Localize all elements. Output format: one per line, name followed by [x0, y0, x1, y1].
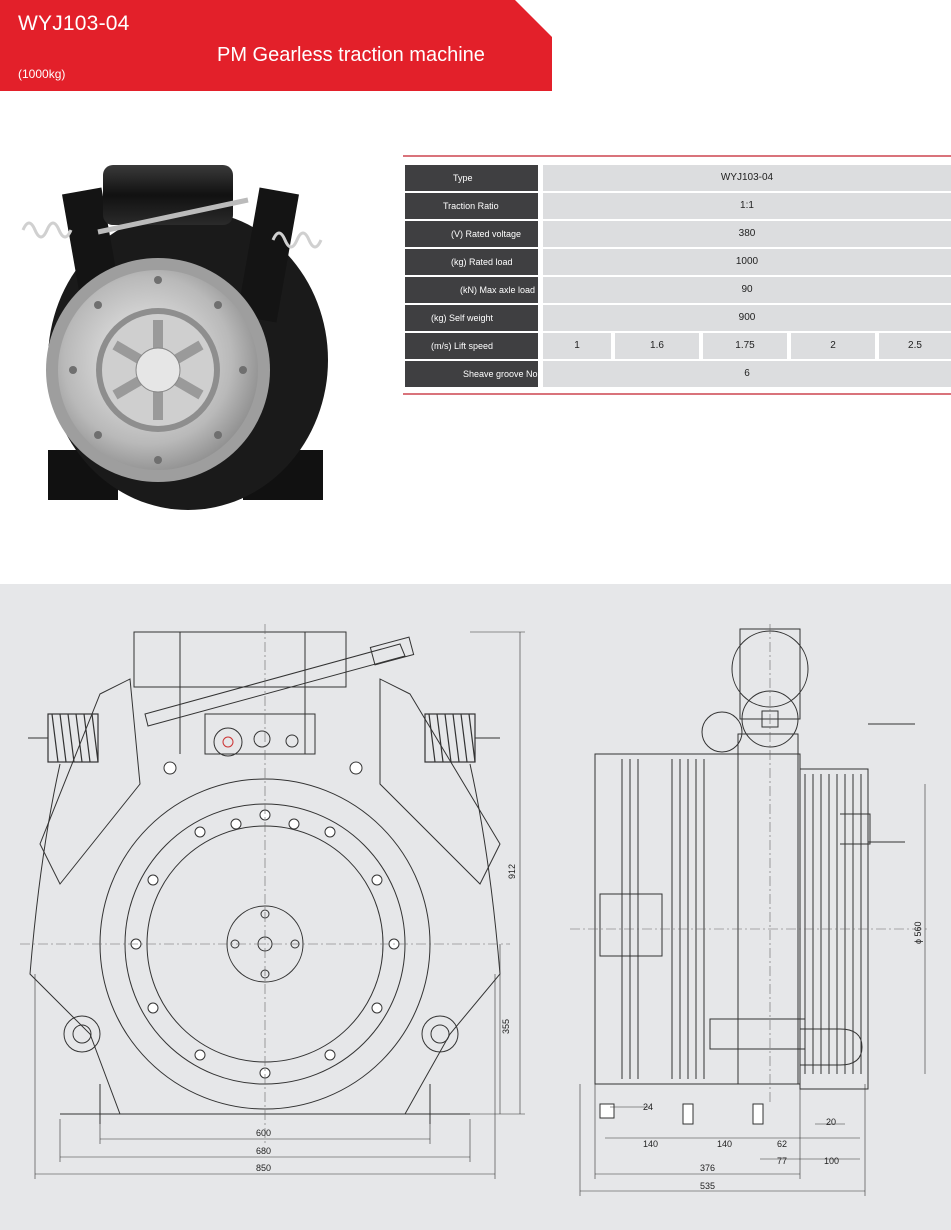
spec-label: Sheave groove No	[405, 361, 538, 387]
model-name: WYJ103-04	[18, 12, 130, 35]
spec-row-sheave-groove: Sheave groove No 6	[403, 361, 951, 387]
spec-row-rated-load: (kg) Rated load 1000	[403, 249, 951, 275]
side-view	[570, 624, 930, 1196]
title-banner: WYJ103-04 PM Gearless traction machine (…	[0, 0, 552, 91]
speed-cell: 1.75	[703, 333, 787, 359]
spec-value: WYJ103-04	[543, 165, 951, 191]
speed-cell: 2.5	[879, 333, 951, 359]
spec-row-max-axle-load: (kN) Max axle load 90	[403, 277, 951, 303]
dim-140-b: 140	[717, 1139, 732, 1149]
dim-912: 912	[507, 864, 517, 879]
spec-row-self-weight: (kg) Self weight 900	[403, 305, 951, 331]
spec-value: 380	[543, 221, 951, 247]
dim-62: 62	[777, 1139, 787, 1149]
dim-376: 376	[700, 1163, 715, 1173]
front-view	[20, 624, 525, 1179]
spec-label: (kg) Self weight	[405, 305, 538, 331]
spec-bottom-rule	[403, 393, 951, 395]
dim-100: 100	[824, 1156, 839, 1166]
dim-140-a: 140	[643, 1139, 658, 1149]
spec-label: (kN) Max axle load	[405, 277, 538, 303]
speed-cell: 1.6	[615, 333, 699, 359]
banner-shape	[0, 0, 552, 91]
spec-label: Traction Ratio	[405, 193, 538, 219]
product-image	[18, 160, 328, 510]
spec-row-rated-voltage: (V) Rated voltage 380	[403, 221, 951, 247]
spec-row-lift-speed: (m/s) Lift speed 1 1.6 1.75 2 2.5	[403, 333, 951, 359]
spec-table: Type WYJ103-04 Traction Ratio 1:1 (V) Ra…	[403, 155, 951, 399]
spec-label: (kg) Rated load	[405, 249, 538, 275]
spec-label: Type	[405, 165, 538, 191]
spec-label: (m/s) Lift speed	[405, 333, 538, 359]
dim-diameter-560: ϕ 560	[913, 921, 923, 944]
spec-row-traction-ratio: Traction Ratio 1:1	[403, 193, 951, 219]
dim-535: 535	[700, 1181, 715, 1191]
dim-77: 77	[777, 1156, 787, 1166]
spec-value: 6	[543, 361, 951, 387]
dim-600: 600	[256, 1128, 271, 1138]
capacity-label: (1000kg)	[18, 67, 66, 81]
speed-cell: 2	[791, 333, 875, 359]
technical-drawing: 912 355 600 680 850 24 140 140 62 20 77 …	[0, 584, 951, 1230]
spec-value: 1:1	[543, 193, 951, 219]
drawing-svg: 912 355 600 680 850 24 140 140 62 20 77 …	[20, 624, 930, 1196]
product-subtitle: PM Gearless traction machine	[217, 44, 485, 66]
speed-cell: 1	[543, 333, 611, 359]
dim-24: 24	[643, 1102, 653, 1112]
spec-value: 90	[543, 277, 951, 303]
dim-20: 20	[826, 1117, 836, 1127]
spec-label: (V) Rated voltage	[405, 221, 538, 247]
spec-top-rule	[403, 155, 951, 157]
dim-850: 850	[256, 1163, 271, 1173]
spec-value: 1000	[543, 249, 951, 275]
dim-355: 355	[501, 1019, 511, 1034]
dim-680: 680	[256, 1146, 271, 1156]
spec-row-type: Type WYJ103-04	[403, 165, 951, 191]
spec-value: 900	[543, 305, 951, 331]
